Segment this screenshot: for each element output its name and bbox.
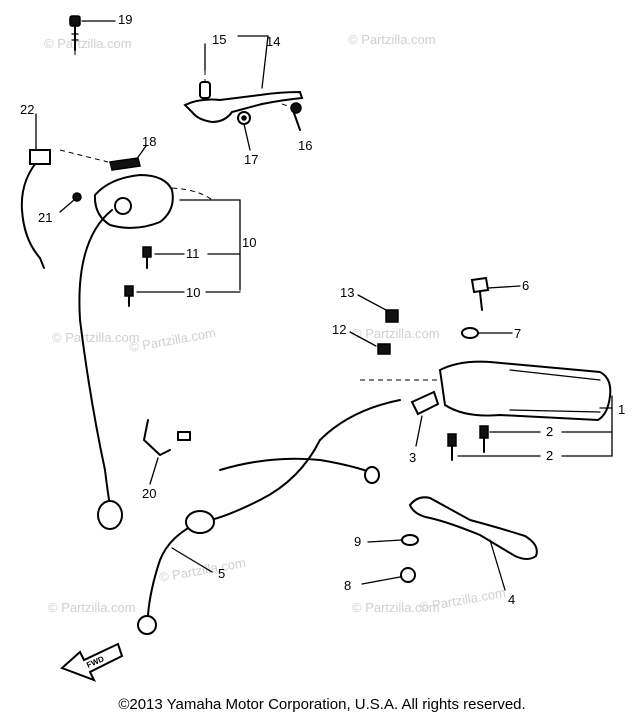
callout-21: 20 [142, 486, 156, 501]
callout-15: 14 [266, 34, 280, 49]
part-13-nut [349, 331, 391, 355]
watermark: © Partzilla.com [352, 326, 440, 341]
part-16-pin [199, 43, 211, 99]
part-22-screw [59, 192, 82, 213]
part-18-nut [237, 111, 251, 151]
part-2-screws [447, 425, 613, 461]
watermark: © Partzilla.com [128, 325, 217, 355]
part-19-connector [59, 145, 147, 171]
part-6-screw [470, 276, 521, 311]
watermark: © Partzilla.com [52, 330, 140, 345]
part-1-throttle-grip [360, 360, 613, 457]
callout-19: 18 [142, 134, 156, 149]
copyright-notice: ©2013 Yamaha Motor Corporation, U.S.A. A… [118, 696, 526, 713]
watermark: © Partzilla.com [44, 36, 132, 51]
part-20-bolt [69, 15, 116, 58]
part-3-leader [415, 415, 423, 447]
callout-12: 11 [186, 246, 200, 261]
callout-17: 16 [298, 138, 312, 153]
callout-22: 21 [38, 210, 52, 225]
callout-20: 19 [118, 12, 132, 27]
watermark: © Partzilla.com [48, 600, 136, 615]
callout-13: 12 [332, 322, 346, 337]
watermark: © Partzilla.com [352, 600, 440, 615]
callout-5: 5 [218, 566, 225, 581]
part-12-screw [142, 246, 241, 269]
callout-1: 1 [618, 402, 625, 417]
callout-10: 10 [242, 235, 256, 250]
callout-4: 4 [508, 592, 515, 607]
callout-14: 13 [340, 285, 354, 300]
part-15-lever [183, 35, 304, 124]
callout-3: 3 [409, 450, 416, 465]
part-7-washer [461, 327, 513, 339]
part-9-pin [367, 534, 419, 546]
part-21-clamp [143, 419, 191, 485]
part-11-screw [124, 285, 241, 307]
part-14-nut [357, 294, 399, 323]
left-cable [78, 209, 123, 530]
part-23-wire-harness [20, 113, 51, 269]
callout-8: 8 [344, 578, 351, 593]
callout-18: 17 [244, 152, 258, 167]
part-10-left-switch [93, 173, 241, 291]
watermark: © Partzilla.com [348, 32, 436, 47]
part-4-brake-lever [408, 496, 538, 591]
part-8-nut [361, 567, 416, 585]
callout-11: 10 [186, 285, 200, 300]
callout-2b: 2 [546, 448, 553, 463]
callout-labels: 19 15 14 16 17 22 18 21 10 11 10 6 13 7 … [20, 12, 625, 607]
callout-2a: 2 [546, 424, 553, 439]
callout-9: 9 [354, 534, 361, 549]
forward-direction-arrow: FWD [60, 642, 124, 682]
part-5-throttle-cable [137, 399, 401, 635]
callout-16: 15 [212, 32, 226, 47]
watermark: © Partzilla.com [418, 585, 507, 615]
callout-6: 6 [522, 278, 529, 293]
watermark: © Partzilla.com [158, 555, 247, 585]
part-17-screw [281, 102, 302, 131]
callout-23: 22 [20, 102, 34, 117]
callout-7: 7 [514, 326, 521, 341]
